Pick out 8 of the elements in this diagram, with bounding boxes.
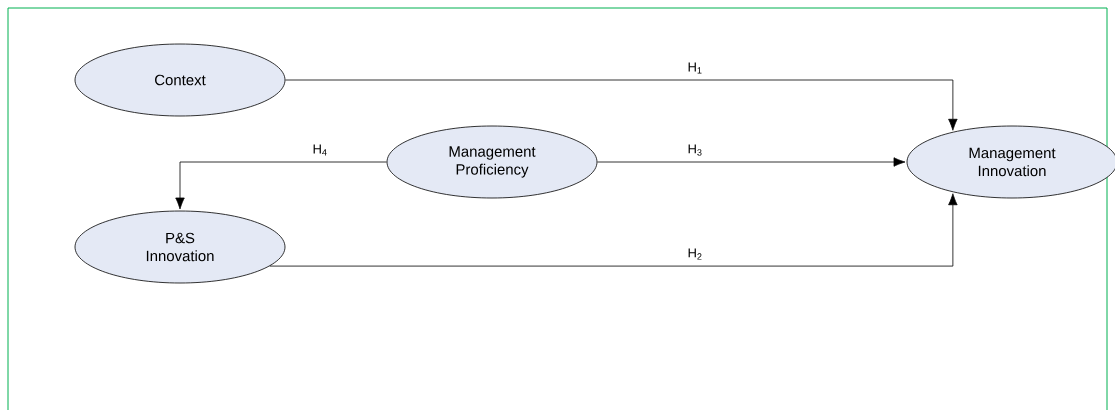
ellipse-node: Management Innovation (906, 125, 1115, 199)
arrow (269, 193, 958, 267)
ellipse-node: Management Proficiency (386, 125, 598, 199)
arrow (175, 161, 387, 210)
arrow (285, 79, 958, 131)
ellipse-node: P&S Innovation (74, 210, 286, 284)
ellipse-node: Context (74, 43, 286, 117)
arrow (597, 157, 906, 167)
